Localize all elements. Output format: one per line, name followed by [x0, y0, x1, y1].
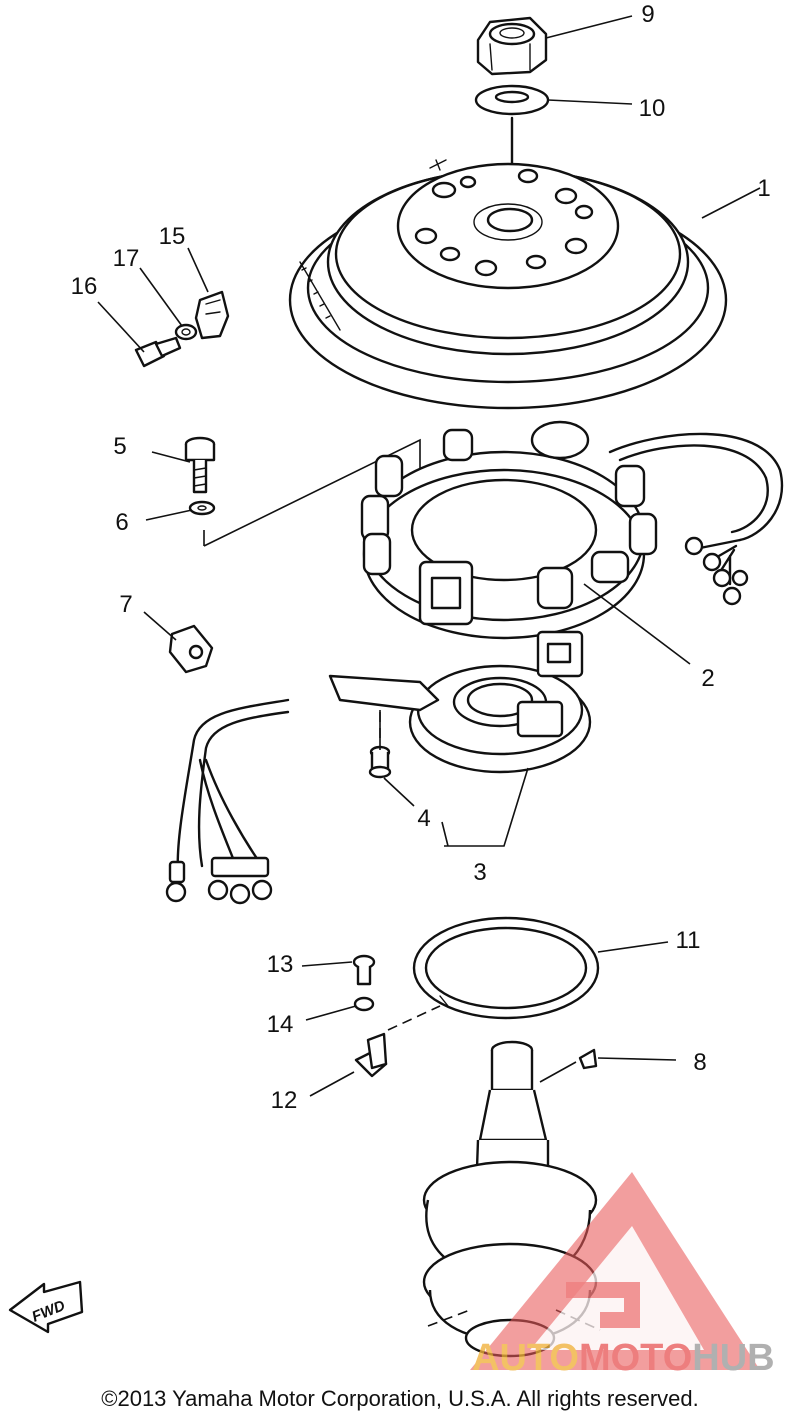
watermark-auto: AUTO — [472, 1337, 579, 1379]
part-11-ring — [412, 916, 600, 1020]
callout-10: 10 — [639, 95, 666, 122]
callout-4: 4 — [417, 805, 430, 832]
callout-6: 6 — [115, 509, 128, 536]
callout-13: 13 — [267, 951, 294, 978]
part-5-bolt — [184, 436, 216, 494]
part-3-pulser-coil — [165, 630, 592, 905]
part-14-washer — [353, 996, 375, 1012]
callout-2: 2 — [701, 665, 714, 692]
watermark-logo: AUTOMOTOHUB — [470, 1172, 775, 1379]
part-8-key — [578, 1048, 598, 1070]
watermark-hub: HUB — [692, 1337, 774, 1379]
part-7-bracket — [168, 624, 214, 674]
part-9-nut — [476, 16, 548, 76]
part-1-flywheel — [288, 159, 728, 410]
callout-5: 5 — [113, 433, 126, 460]
part-2-stator — [360, 420, 783, 640]
callout-7: 7 — [119, 591, 132, 618]
callout-1: 1 — [757, 175, 770, 202]
part-15-clip — [194, 290, 230, 340]
watermark-moto: MOTO — [579, 1337, 692, 1379]
callout-15: 15 — [159, 223, 186, 250]
leader-lines — [97, 15, 761, 1097]
part-10-washer — [474, 84, 550, 116]
callout-17: 17 — [113, 245, 140, 272]
copyright-notice: ©2013 Yamaha Motor Corporation, U.S.A. A… — [101, 1386, 699, 1411]
callout-3: 3 — [473, 859, 486, 886]
part-4-screw — [368, 745, 392, 779]
callout-8: 8 — [693, 1049, 706, 1076]
part-17-washer — [174, 323, 198, 341]
part-16-screw — [134, 336, 182, 368]
callout-14: 14 — [267, 1011, 294, 1038]
watermark-text: AUTOMOTOHUB — [472, 1337, 775, 1379]
callout-11: 11 — [676, 927, 701, 954]
part-12-plate — [354, 1032, 388, 1078]
callout-16: 16 — [71, 273, 98, 300]
part-13-screw — [352, 954, 376, 986]
part-6-washer — [188, 500, 216, 516]
fwd-direction-arrow: FWD — [8, 1280, 84, 1334]
callout-9: 9 — [641, 1, 654, 28]
callout-labels: 9 10 1 15 17 16 5 6 7 2 4 3 11 13 14 8 1… — [71, 1, 771, 1114]
callout-12: 12 — [271, 1087, 298, 1114]
